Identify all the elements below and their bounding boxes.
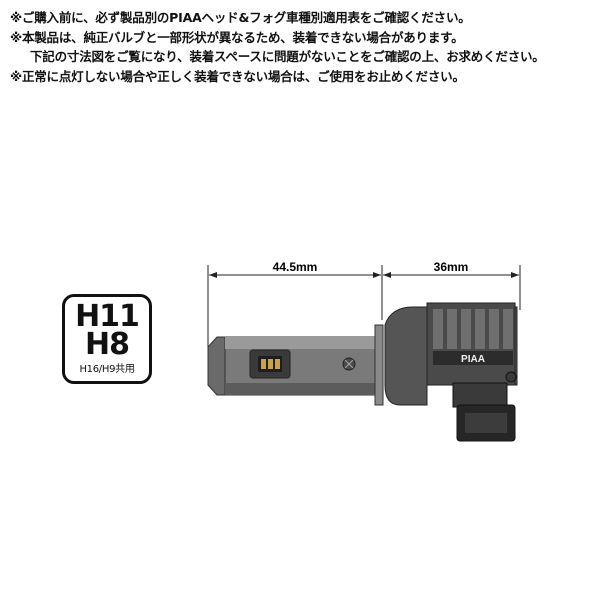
note-line-4: ※正常に点灯しない場合や正しく装着できない場合は、ご使用をお止めください。	[10, 68, 465, 84]
bulb-type-badge: H11 H8 H16/H9共用	[62, 294, 152, 384]
dim-label-left: 44.5mm	[273, 260, 318, 274]
brand-logo: PIAA	[461, 354, 485, 365]
badge-h11: H11	[75, 299, 140, 334]
led-chip-3	[275, 359, 280, 369]
dimension-36: 36mm	[383, 260, 519, 278]
mount-flange	[374, 324, 384, 406]
led-shaft	[207, 324, 384, 406]
heatsink-body: PIAA	[384, 302, 518, 406]
connector-plug	[452, 382, 516, 442]
dimension-44-5: 44.5mm	[209, 260, 381, 278]
led-chip-1	[261, 359, 266, 369]
notes-block: ※ご購入前に、必ず製品別のPIAAヘッド&フォグ車種別適用表をご確認ください。 …	[10, 8, 595, 86]
body-screw	[505, 371, 517, 383]
badge-h8: H8	[85, 327, 130, 362]
badge-compat: H16/H9共用	[79, 364, 135, 375]
note-line-2: ※本製品は、純正バルブと一部形状が異なるため、装着できない場合があります。	[10, 29, 464, 45]
bulb-dimension-diagram: 44.5mm 36mm PIAA	[207, 260, 521, 442]
led-chip-2	[268, 359, 273, 369]
note-line-3: 下記の寸法図をご覧になり、装着スペースに問題がないことをご確認の上、お求めくださ…	[30, 49, 545, 64]
dim-label-right: 36mm	[434, 260, 469, 274]
note-line-1: ※ご購入前に、必ず製品別のPIAAヘッド&フォグ車種別適用表をご確認ください。	[10, 10, 471, 25]
